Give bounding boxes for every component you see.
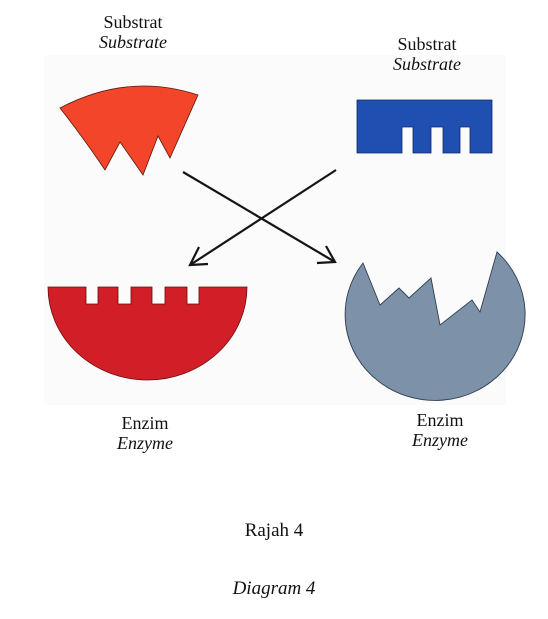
crossing-arrows [182,169,337,267]
arrow-to-left-enzyme [189,169,337,266]
enzyme-left-shape [47,286,248,381]
enzyme-right-label-en: Enzyme [412,430,468,450]
enzyme-right-shape [344,251,526,401]
enzyme-left-label-en: Enzyme [117,433,173,453]
substrate-left-label: Substrat Substrate [68,12,198,52]
substrate-left-label-en: Substrate [98,32,167,52]
enzyme-right-label: Enzim Enzyme [375,410,505,450]
substrate-right-label-ms: Substrat [397,34,457,54]
enzyme-right-label-ms: Enzim [416,410,464,430]
substrate-right-label: Substrat Substrate [362,34,492,74]
arrowhead-right [316,245,337,265]
substrate-left-label-ms: Substrat [103,12,163,32]
substrate-right-label-en: Substrate [392,54,461,74]
substrate-right-shape [356,99,493,154]
arrowhead-left [188,246,209,267]
enzyme-left-label-ms: Enzim [121,413,169,433]
arrow-to-right-enzyme [182,171,336,263]
caption-malay: Rajah 4 [244,520,304,541]
caption-english: Diagram 4 [232,578,316,599]
substrate-left-shape [59,85,199,176]
enzyme-left-label: Enzim Enzyme [80,413,210,453]
